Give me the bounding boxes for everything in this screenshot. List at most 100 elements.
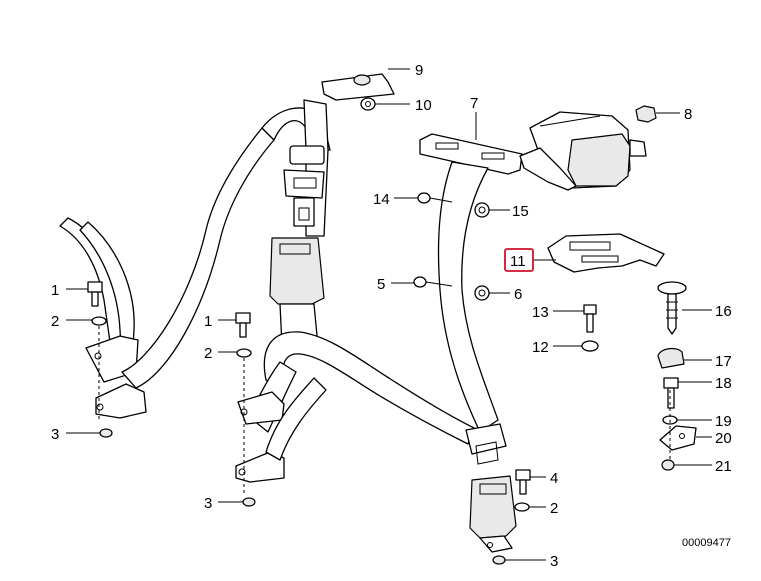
callout-12: 12 xyxy=(532,339,549,356)
bolt-head-18-icon xyxy=(663,377,679,389)
callout-7: 7 xyxy=(470,95,478,112)
callout-3c: 3 xyxy=(550,553,558,570)
callout-3a: 3 xyxy=(51,426,59,443)
left-anchor-hole xyxy=(96,403,104,411)
callout-10: 10 xyxy=(415,97,432,114)
callout-13: 13 xyxy=(532,304,549,321)
anchor-plate-20-icon xyxy=(659,425,697,451)
callout-5: 5 xyxy=(377,276,385,293)
diagram-reference-number: 00009477 xyxy=(682,537,731,549)
rivet-5-icon xyxy=(413,276,427,288)
push-pin-16-icon xyxy=(657,281,687,295)
callout-21: 21 xyxy=(715,458,732,475)
bolt-shank-1a xyxy=(91,291,99,307)
center-buckle-button xyxy=(279,243,311,255)
right-buckle-anchor xyxy=(479,535,513,553)
nut-3c-icon xyxy=(492,555,506,565)
callout-3b: 3 xyxy=(204,495,212,512)
grommet-6-icon xyxy=(474,285,490,301)
callout-9: 9 xyxy=(415,62,423,79)
left-lower-belt-tail xyxy=(121,127,275,389)
callout-2b: 2 xyxy=(204,345,212,362)
washer-2b-icon xyxy=(236,348,252,358)
callout-20: 20 xyxy=(715,430,732,447)
center-anchor-plate-upper xyxy=(237,391,285,425)
right-belt-assembly xyxy=(419,111,647,553)
rivet-5-axis xyxy=(425,281,453,287)
cover-clip xyxy=(321,73,395,101)
bolt-shank-13 xyxy=(586,313,594,333)
nut-10-icon xyxy=(360,97,376,111)
right-buckle-anchor-hole xyxy=(487,542,493,548)
cover-cap-slot-2 xyxy=(581,255,619,263)
shoulder-belt-right xyxy=(437,161,499,433)
bolt-shank-1b xyxy=(239,322,247,338)
left-anchor-hole-upper xyxy=(94,352,102,360)
right-guide-slot xyxy=(475,441,499,465)
callout-8: 8 xyxy=(684,106,692,123)
washer-2c-icon xyxy=(514,502,530,512)
callout-1b: 1 xyxy=(204,313,212,330)
callout-15: 15 xyxy=(512,203,529,220)
belt-latch-plate xyxy=(283,169,325,199)
lap-belt-down-strap xyxy=(265,377,327,461)
push-pin-16-shank xyxy=(667,293,677,335)
callout-16: 16 xyxy=(715,303,732,320)
latch-plate-slot xyxy=(293,177,317,189)
push-pin-ribs xyxy=(666,301,678,319)
callout-2c: 2 xyxy=(550,500,558,517)
tongue-window xyxy=(298,207,310,221)
nut-3a-icon xyxy=(99,428,113,438)
rivet-14-axis xyxy=(429,197,453,203)
rivet-14-icon xyxy=(417,192,431,204)
bolt-head-13-icon xyxy=(583,304,597,315)
right-belt-guide xyxy=(465,423,507,455)
bolt-head-4-icon xyxy=(515,469,531,481)
nut-10-hole xyxy=(365,101,371,107)
bolt-head-1b-icon xyxy=(235,312,251,324)
retractor-spool-cover xyxy=(567,133,631,187)
callout-labels: 1 2 3 1 2 3 4 2 3 5 6 7 8 9 10 11 12 13 … xyxy=(51,62,732,570)
anchor-plate-20-hole xyxy=(679,433,685,439)
hardware-parts xyxy=(87,105,697,565)
latch-tongue xyxy=(293,197,315,227)
highlight-box-11 xyxy=(504,248,534,272)
grommet-15-icon xyxy=(474,202,490,218)
leader-lines xyxy=(66,68,712,561)
cover-clip-boss xyxy=(353,74,371,86)
callout-1a: 1 xyxy=(51,282,59,299)
callout-19: 19 xyxy=(715,413,732,430)
center-buckle-housing xyxy=(269,237,325,305)
nut-3b-icon xyxy=(242,497,256,507)
washer-12-icon xyxy=(581,340,599,352)
bracket-slot-1 xyxy=(435,142,459,150)
bolt-head-1a-icon xyxy=(87,281,103,293)
cover-cap-slot-1 xyxy=(569,241,611,251)
cover-cap-11-icon xyxy=(547,233,665,273)
bolt-shank-4 xyxy=(519,479,527,495)
top-clip-group xyxy=(321,73,395,111)
right-buckle-button xyxy=(479,483,507,495)
callout-6: 6 xyxy=(514,286,522,303)
right-buckle-housing xyxy=(469,475,517,539)
center-anchor-hole-lower xyxy=(238,468,246,476)
callout-11: 11 xyxy=(510,253,526,270)
washer-2a-icon xyxy=(91,316,107,326)
left-lower-anchor-plate xyxy=(95,383,147,419)
callout-4: 4 xyxy=(550,470,558,487)
retractor-bracket xyxy=(419,133,523,175)
retractor-edge xyxy=(539,115,601,127)
bracket-slot-2 xyxy=(481,152,505,160)
retractor-tab xyxy=(629,139,647,157)
callout-18: 18 xyxy=(715,375,732,392)
grommet-6-hole xyxy=(478,289,486,297)
callout-17: 17 xyxy=(715,353,732,370)
callout-2a: 2 xyxy=(51,313,59,330)
bolt-shank-18 xyxy=(667,387,675,409)
retractor-base xyxy=(519,147,577,191)
cap-17-icon xyxy=(657,347,685,369)
callout-14: 14 xyxy=(373,191,390,208)
spacer-21-icon xyxy=(661,459,675,471)
grommet-15-hole xyxy=(478,206,486,214)
